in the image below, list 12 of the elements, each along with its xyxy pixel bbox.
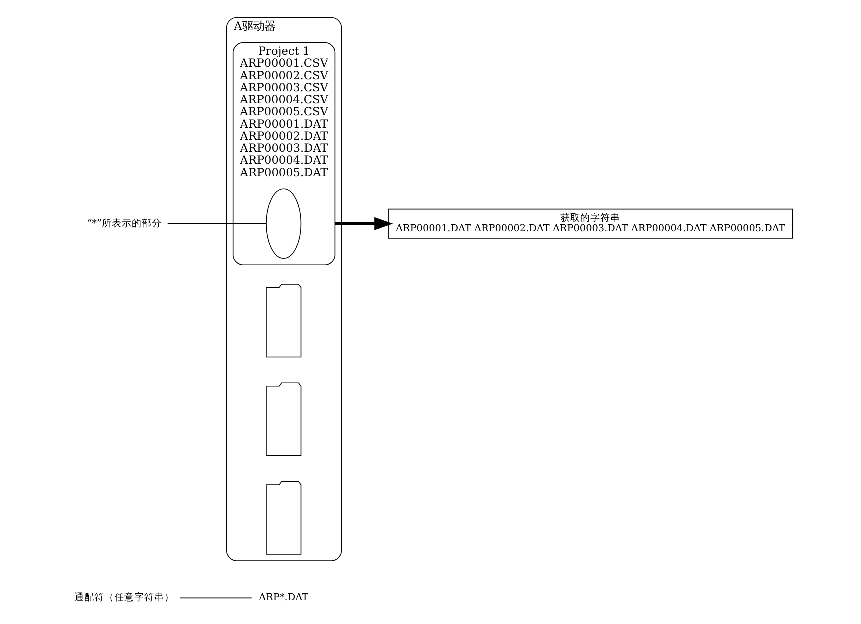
node-box: 获取的字符串 ARP00001.DAT ARP00002.DAT ARP00003.DAT ARP00004.DAT ARP00005.DAT xyxy=(388,208,793,239)
arrow xyxy=(334,217,393,230)
node-folder xyxy=(266,284,302,358)
node-ellipse xyxy=(266,188,302,260)
cluster: Project 1 ARP00001.CSV ARP00002.CSV ARP00003.CSV ARP00004.CSV ARP00005.CSV ARP00001.DAT ARP00002.DAT ARP00003.DAT ARP00004.DAT ARP00005.DAT xyxy=(232,42,336,266)
node-folder xyxy=(266,481,302,555)
node-text: 通配符（任意字符串） xyxy=(74,592,174,604)
connector xyxy=(166,223,266,224)
node-folder xyxy=(266,382,302,456)
node-text: “*”所表示的部分 xyxy=(86,218,162,230)
node-text: ARP*.DAT xyxy=(258,592,308,604)
connector xyxy=(179,598,252,599)
